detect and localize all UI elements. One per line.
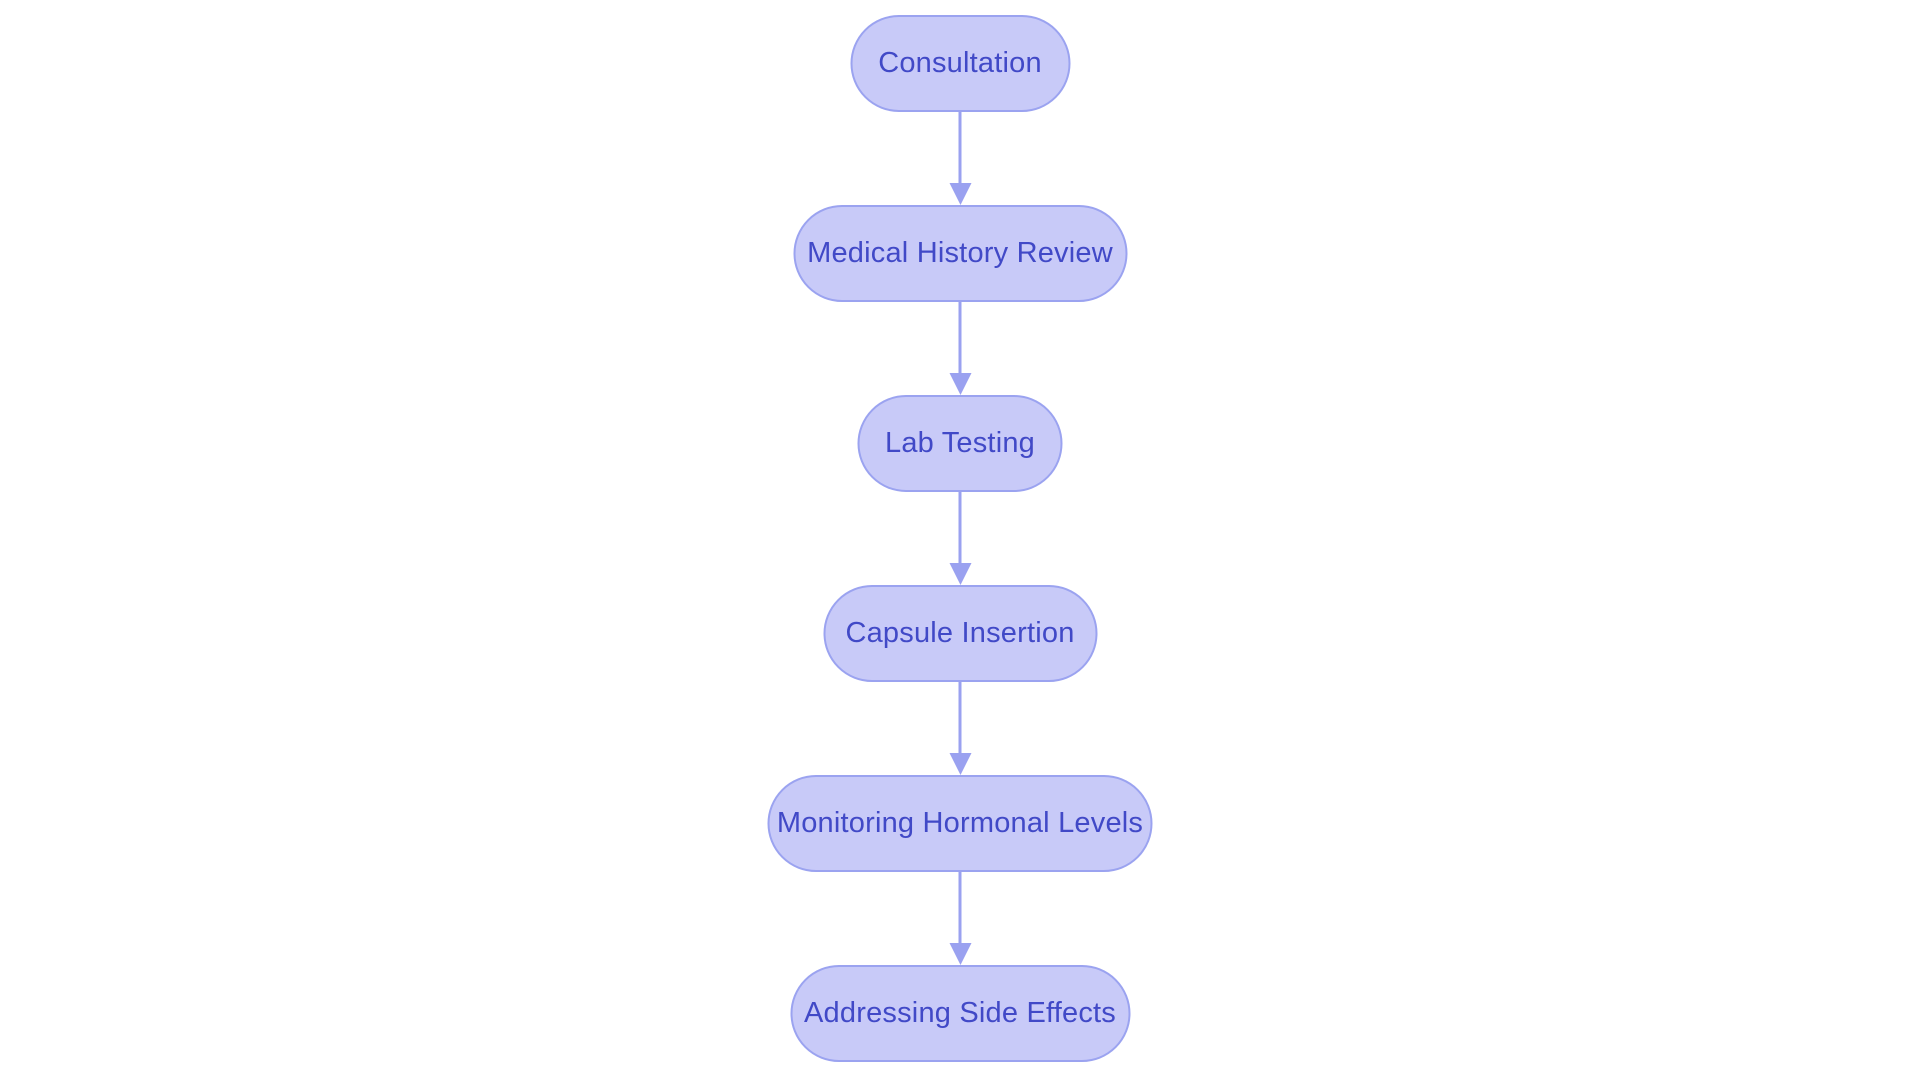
- flow-node-label: Lab Testing: [884, 427, 1035, 459]
- arrowhead-icon: [949, 753, 971, 775]
- arrow-down-connector: [948, 112, 972, 205]
- flow-node-consultation[interactable]: Consultation: [850, 15, 1070, 112]
- flow-node-addressing-side-effects[interactable]: Addressing Side Effects: [790, 965, 1130, 1062]
- arrowhead-icon: [949, 943, 971, 965]
- arrow-line: [958, 112, 962, 183]
- arrow-down-connector: [948, 302, 972, 395]
- arrow-down-connector: [948, 682, 972, 775]
- arrow-line: [958, 682, 962, 753]
- arrowhead-icon: [949, 373, 971, 395]
- flow-node-monitoring-hormonal-levels[interactable]: Monitoring Hormonal Levels: [767, 775, 1153, 872]
- arrow-down-connector: [948, 492, 972, 585]
- flowchart: Consultation Medical History Review Lab …: [767, 15, 1153, 1062]
- arrowhead-icon: [949, 183, 971, 205]
- arrowhead-icon: [949, 563, 971, 585]
- flow-node-label: Monitoring Hormonal Levels: [776, 807, 1144, 839]
- flow-node-medical-history-review[interactable]: Medical History Review: [793, 205, 1127, 302]
- flow-node-label: Medical History Review: [807, 237, 1113, 269]
- arrow-line: [958, 302, 962, 373]
- flow-node-label: Addressing Side Effects: [804, 997, 1116, 1029]
- flow-node-capsule-insertion[interactable]: Capsule Insertion: [823, 585, 1097, 682]
- flow-node-label: Consultation: [878, 47, 1042, 79]
- flow-node-label: Capsule Insertion: [845, 617, 1075, 649]
- flow-node-lab-testing[interactable]: Lab Testing: [857, 395, 1063, 492]
- arrow-down-connector: [948, 872, 972, 965]
- arrow-line: [958, 872, 962, 943]
- arrow-line: [958, 492, 962, 563]
